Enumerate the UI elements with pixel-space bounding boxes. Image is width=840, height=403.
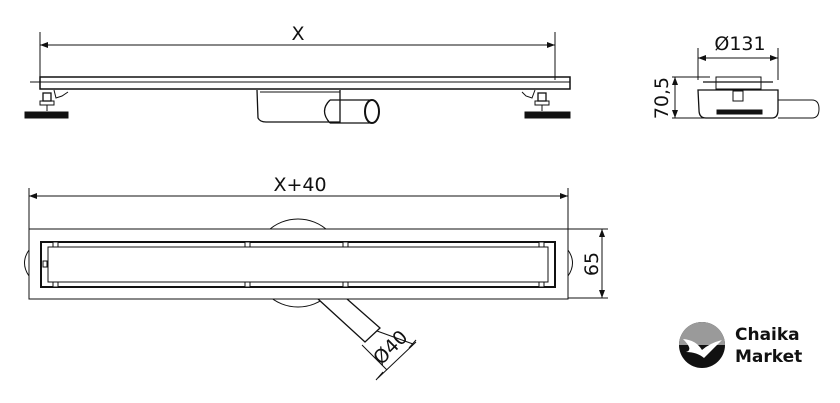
dimension-label-width: 65 (581, 252, 603, 276)
dimension-label-height: 70,5 (651, 77, 673, 119)
logo-text-line1: Chaika (735, 325, 800, 345)
plan-view: X+40 65 Ø40 (24, 174, 608, 381)
right-foot (521, 89, 571, 119)
chaika-market-logo: Chaika Market (679, 322, 802, 368)
left-foot (24, 89, 69, 119)
dimension-label-x-plus-40: X+40 (273, 174, 326, 196)
drain-body (256, 89, 341, 123)
dimension-label-x: X (291, 23, 304, 45)
front-elevation-view: X (24, 23, 571, 124)
outlet-pipe (323, 99, 380, 124)
side-view: Ø131 70,5 (651, 33, 820, 119)
dimension-label-diameter: Ø131 (714, 33, 765, 55)
grate-clips (42, 241, 545, 288)
outlet-pipe-plan (317, 298, 381, 343)
grate-plate (39, 76, 571, 90)
logo-text-line2: Market (735, 347, 802, 367)
